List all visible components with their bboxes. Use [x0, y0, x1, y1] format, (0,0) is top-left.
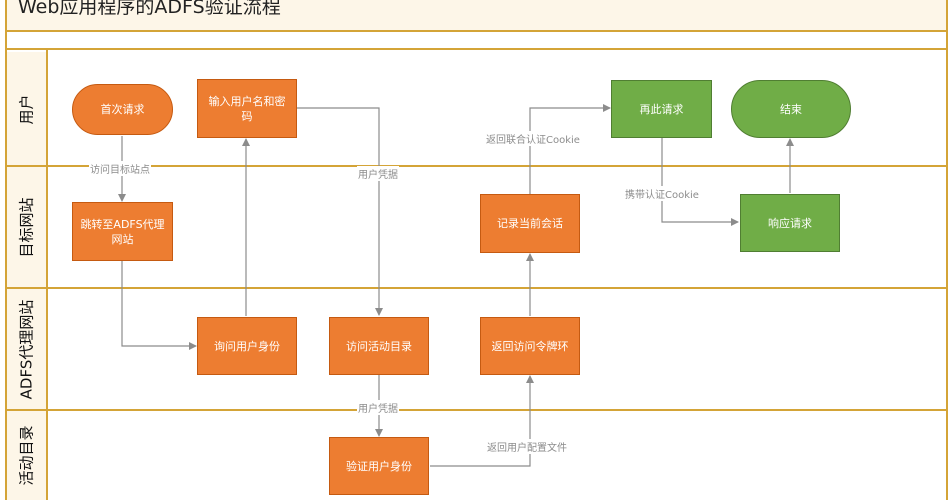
edge-redirect-to-query — [121, 261, 197, 350]
node-redirect-proxy: 跳转至ADFS代理网站 — [72, 202, 173, 261]
lane-label-user: 用户 — [6, 52, 46, 166]
title-band: Web应用程序的ADFS验证流程 — [6, 0, 948, 32]
edge-label-visit-target: 访问目标站点 — [89, 161, 151, 176]
lane-label-active-directory: 活动目录 — [6, 411, 46, 500]
node-verify-identity: 验证用户身份 — [329, 437, 429, 495]
lane-label-target-site: 目标网站 — [6, 167, 46, 288]
lane-label-adfs-proxy: ADFS代理网站 — [6, 289, 46, 410]
lane-header-divider — [46, 48, 48, 500]
edge-verify-to-token — [430, 375, 534, 467]
frame-right — [946, 0, 948, 500]
frame-header-bottom — [5, 48, 948, 50]
node-enter-credentials: 输入用户名和密码 — [197, 79, 297, 138]
node-access-directory: 访问活动目录 — [329, 317, 429, 375]
node-request-again: 再此请求 — [611, 80, 712, 138]
node-end: 结束 — [731, 80, 851, 138]
diagram-title: Web应用程序的ADFS验证流程 — [18, 0, 281, 18]
edge-label-carry-cookie: 携带认证Cookie — [624, 186, 700, 201]
frame-left — [5, 0, 7, 500]
edge-again-to-respond — [661, 138, 739, 226]
node-respond-request: 响应请求 — [740, 194, 840, 252]
lane-divider-3 — [5, 409, 948, 411]
edge-record-to-again — [529, 104, 611, 194]
edge-label-return-profile: 返回用户配置文件 — [486, 439, 568, 454]
edge-label-return-cookie: 返回联合认证Cookie — [485, 131, 581, 146]
lane-divider-2 — [5, 287, 948, 289]
node-record-session: 记录当前会话 — [480, 194, 580, 253]
node-query-identity: 询问用户身份 — [197, 317, 297, 375]
edge-label-user-credentials-2: 用户凭据 — [357, 400, 399, 415]
edge-credentials-to-directory — [297, 107, 383, 316]
node-first-request: 首次请求 — [72, 84, 173, 135]
node-return-token: 返回访问令牌环 — [480, 317, 580, 375]
edge-label-user-credentials-1: 用户凭据 — [357, 166, 399, 181]
lane-divider-1 — [5, 165, 948, 167]
